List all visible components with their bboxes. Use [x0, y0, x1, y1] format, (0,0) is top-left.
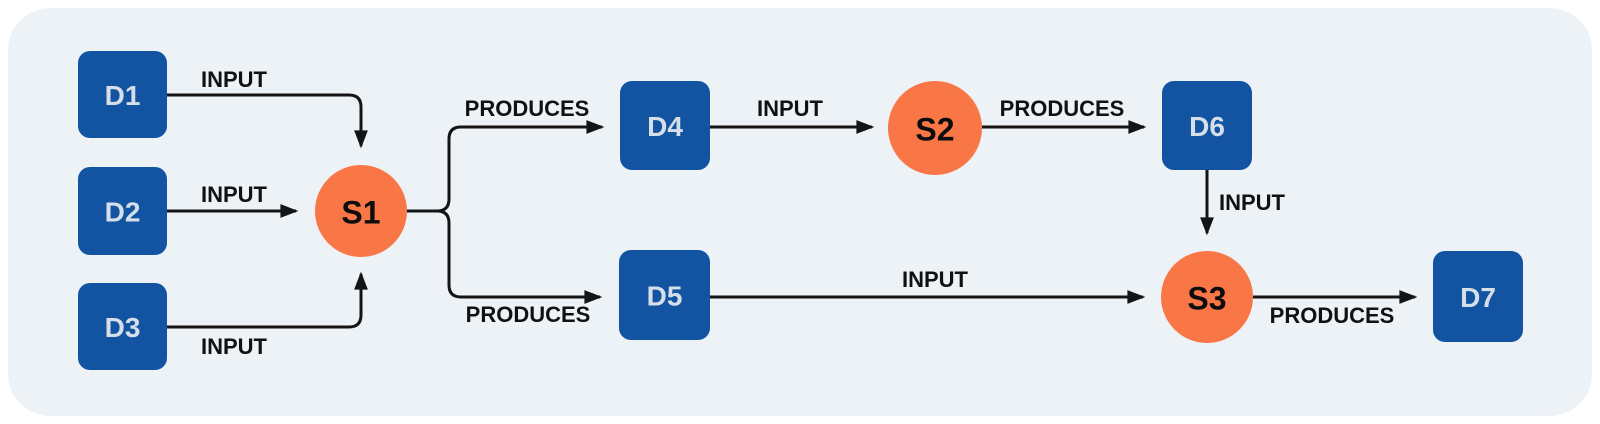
edge-label-d5-s3: INPUT — [902, 267, 969, 292]
data-node-d3 — [78, 283, 167, 370]
data-node-d7 — [1433, 251, 1523, 342]
edges-layer — [167, 93, 1418, 329]
data-node-d2 — [78, 167, 167, 255]
data-node-d1 — [78, 51, 167, 138]
edge-label-s1-d4: PRODUCES — [465, 96, 590, 121]
node-label-d7: D7 — [1460, 282, 1496, 313]
service-node-s3 — [1161, 251, 1253, 343]
data-node-d6 — [1162, 81, 1252, 170]
edge-label-s1-d5: PRODUCES — [466, 302, 591, 327]
edge-s1-to-d5 — [407, 209, 603, 304]
edge-label-s3-d7: PRODUCES — [1270, 303, 1395, 328]
edge-label-s2-d6: PRODUCES — [1000, 96, 1125, 121]
edge-label-d2-s1: INPUT — [201, 182, 268, 207]
edge-label-d6-s3: INPUT — [1219, 190, 1286, 215]
node-label-s3: S3 — [1187, 280, 1226, 316]
edge-d1-to-s1 — [167, 93, 368, 149]
service-node-s2 — [888, 81, 982, 175]
data-node-d4 — [620, 81, 710, 170]
edge-d3-to-s1 — [167, 271, 368, 329]
node-label-s2: S2 — [915, 111, 954, 147]
node-label-d4: D4 — [647, 111, 683, 142]
node-label-d1: D1 — [105, 80, 141, 111]
node-label-s1: S1 — [341, 194, 380, 230]
data-node-d5 — [619, 250, 710, 340]
node-label-d3: D3 — [105, 312, 141, 343]
node-label-d6: D6 — [1189, 111, 1225, 142]
node-label-d5: D5 — [647, 281, 683, 312]
edge-label-d3-s1: INPUT — [201, 334, 268, 359]
edge-labels-layer: INPUT INPUT INPUT PRODUCES PRODUCES INPUT PROD… — [201, 67, 1394, 359]
service-node-s1 — [315, 165, 407, 257]
edge-label-d4-s2: INPUT — [757, 96, 824, 121]
edge-label-d1-s1: INPUT — [201, 67, 268, 92]
node-label-d2: D2 — [105, 197, 141, 228]
